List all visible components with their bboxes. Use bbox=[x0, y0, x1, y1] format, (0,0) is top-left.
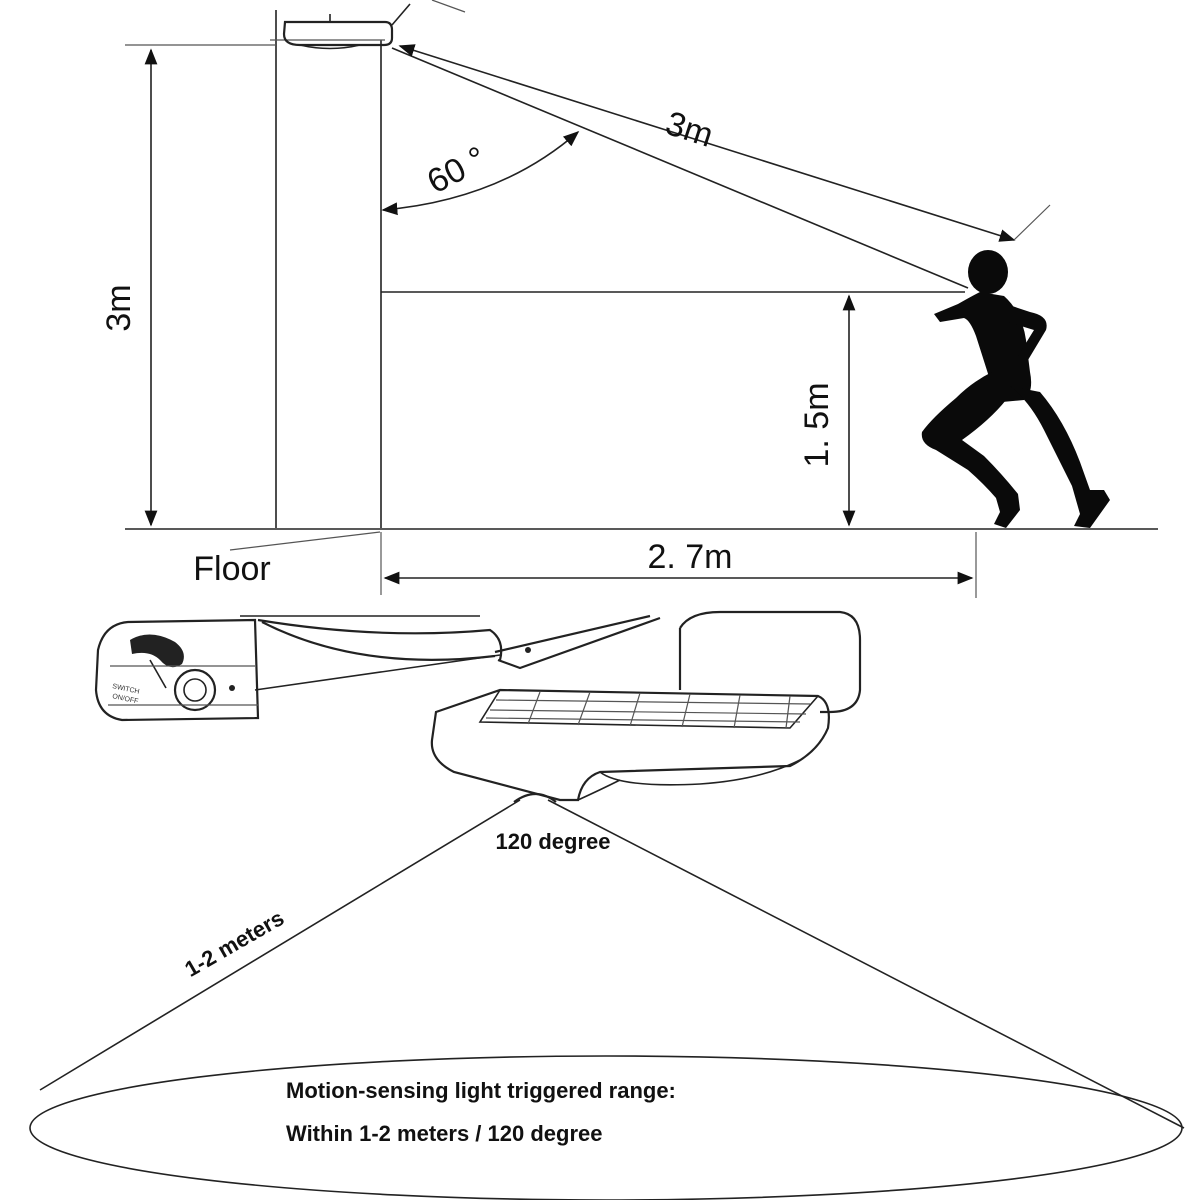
floor-label: Floor bbox=[193, 550, 270, 588]
bottom-diagram: SWITCH ON/OFF bbox=[29, 610, 1185, 1200]
caption-line-2: Within 1-2 meters / 120 degree bbox=[286, 1121, 602, 1146]
height-label: 3m bbox=[100, 284, 138, 331]
person-height-label: 1. 5m bbox=[798, 382, 836, 467]
switch-detail-icon: SWITCH ON/OFF bbox=[94, 618, 260, 722]
top-diagram: 3m 3m 60 ° 1. 5m 2. 7m Floor bbox=[100, 0, 1158, 598]
solar-lamp-icon bbox=[430, 610, 862, 803]
zoom-connector bbox=[240, 614, 661, 691]
range-label: 1-2 meters bbox=[180, 905, 288, 982]
diagonal-label: 3m bbox=[661, 104, 718, 155]
wall-lamp-side-icon bbox=[282, 3, 411, 50]
angle-arc bbox=[381, 130, 580, 216]
solar-panel-grid bbox=[485, 691, 811, 729]
angle-label: 60 ° bbox=[421, 139, 493, 201]
sensing-lines bbox=[391, 0, 1051, 289]
detection-cone bbox=[29, 799, 1185, 1200]
height-dimension bbox=[125, 44, 276, 527]
caption-line-1: Motion-sensing light triggered range: bbox=[286, 1078, 676, 1103]
distance-dimension bbox=[380, 532, 977, 598]
cone-angle-label: 120 degree bbox=[496, 829, 611, 854]
floor-line bbox=[125, 528, 1158, 551]
wall bbox=[270, 10, 385, 528]
distance-label: 2. 7m bbox=[647, 538, 732, 576]
running-person-icon bbox=[921, 250, 1110, 528]
svg-text:ON/OFF: ON/OFF bbox=[112, 693, 139, 705]
